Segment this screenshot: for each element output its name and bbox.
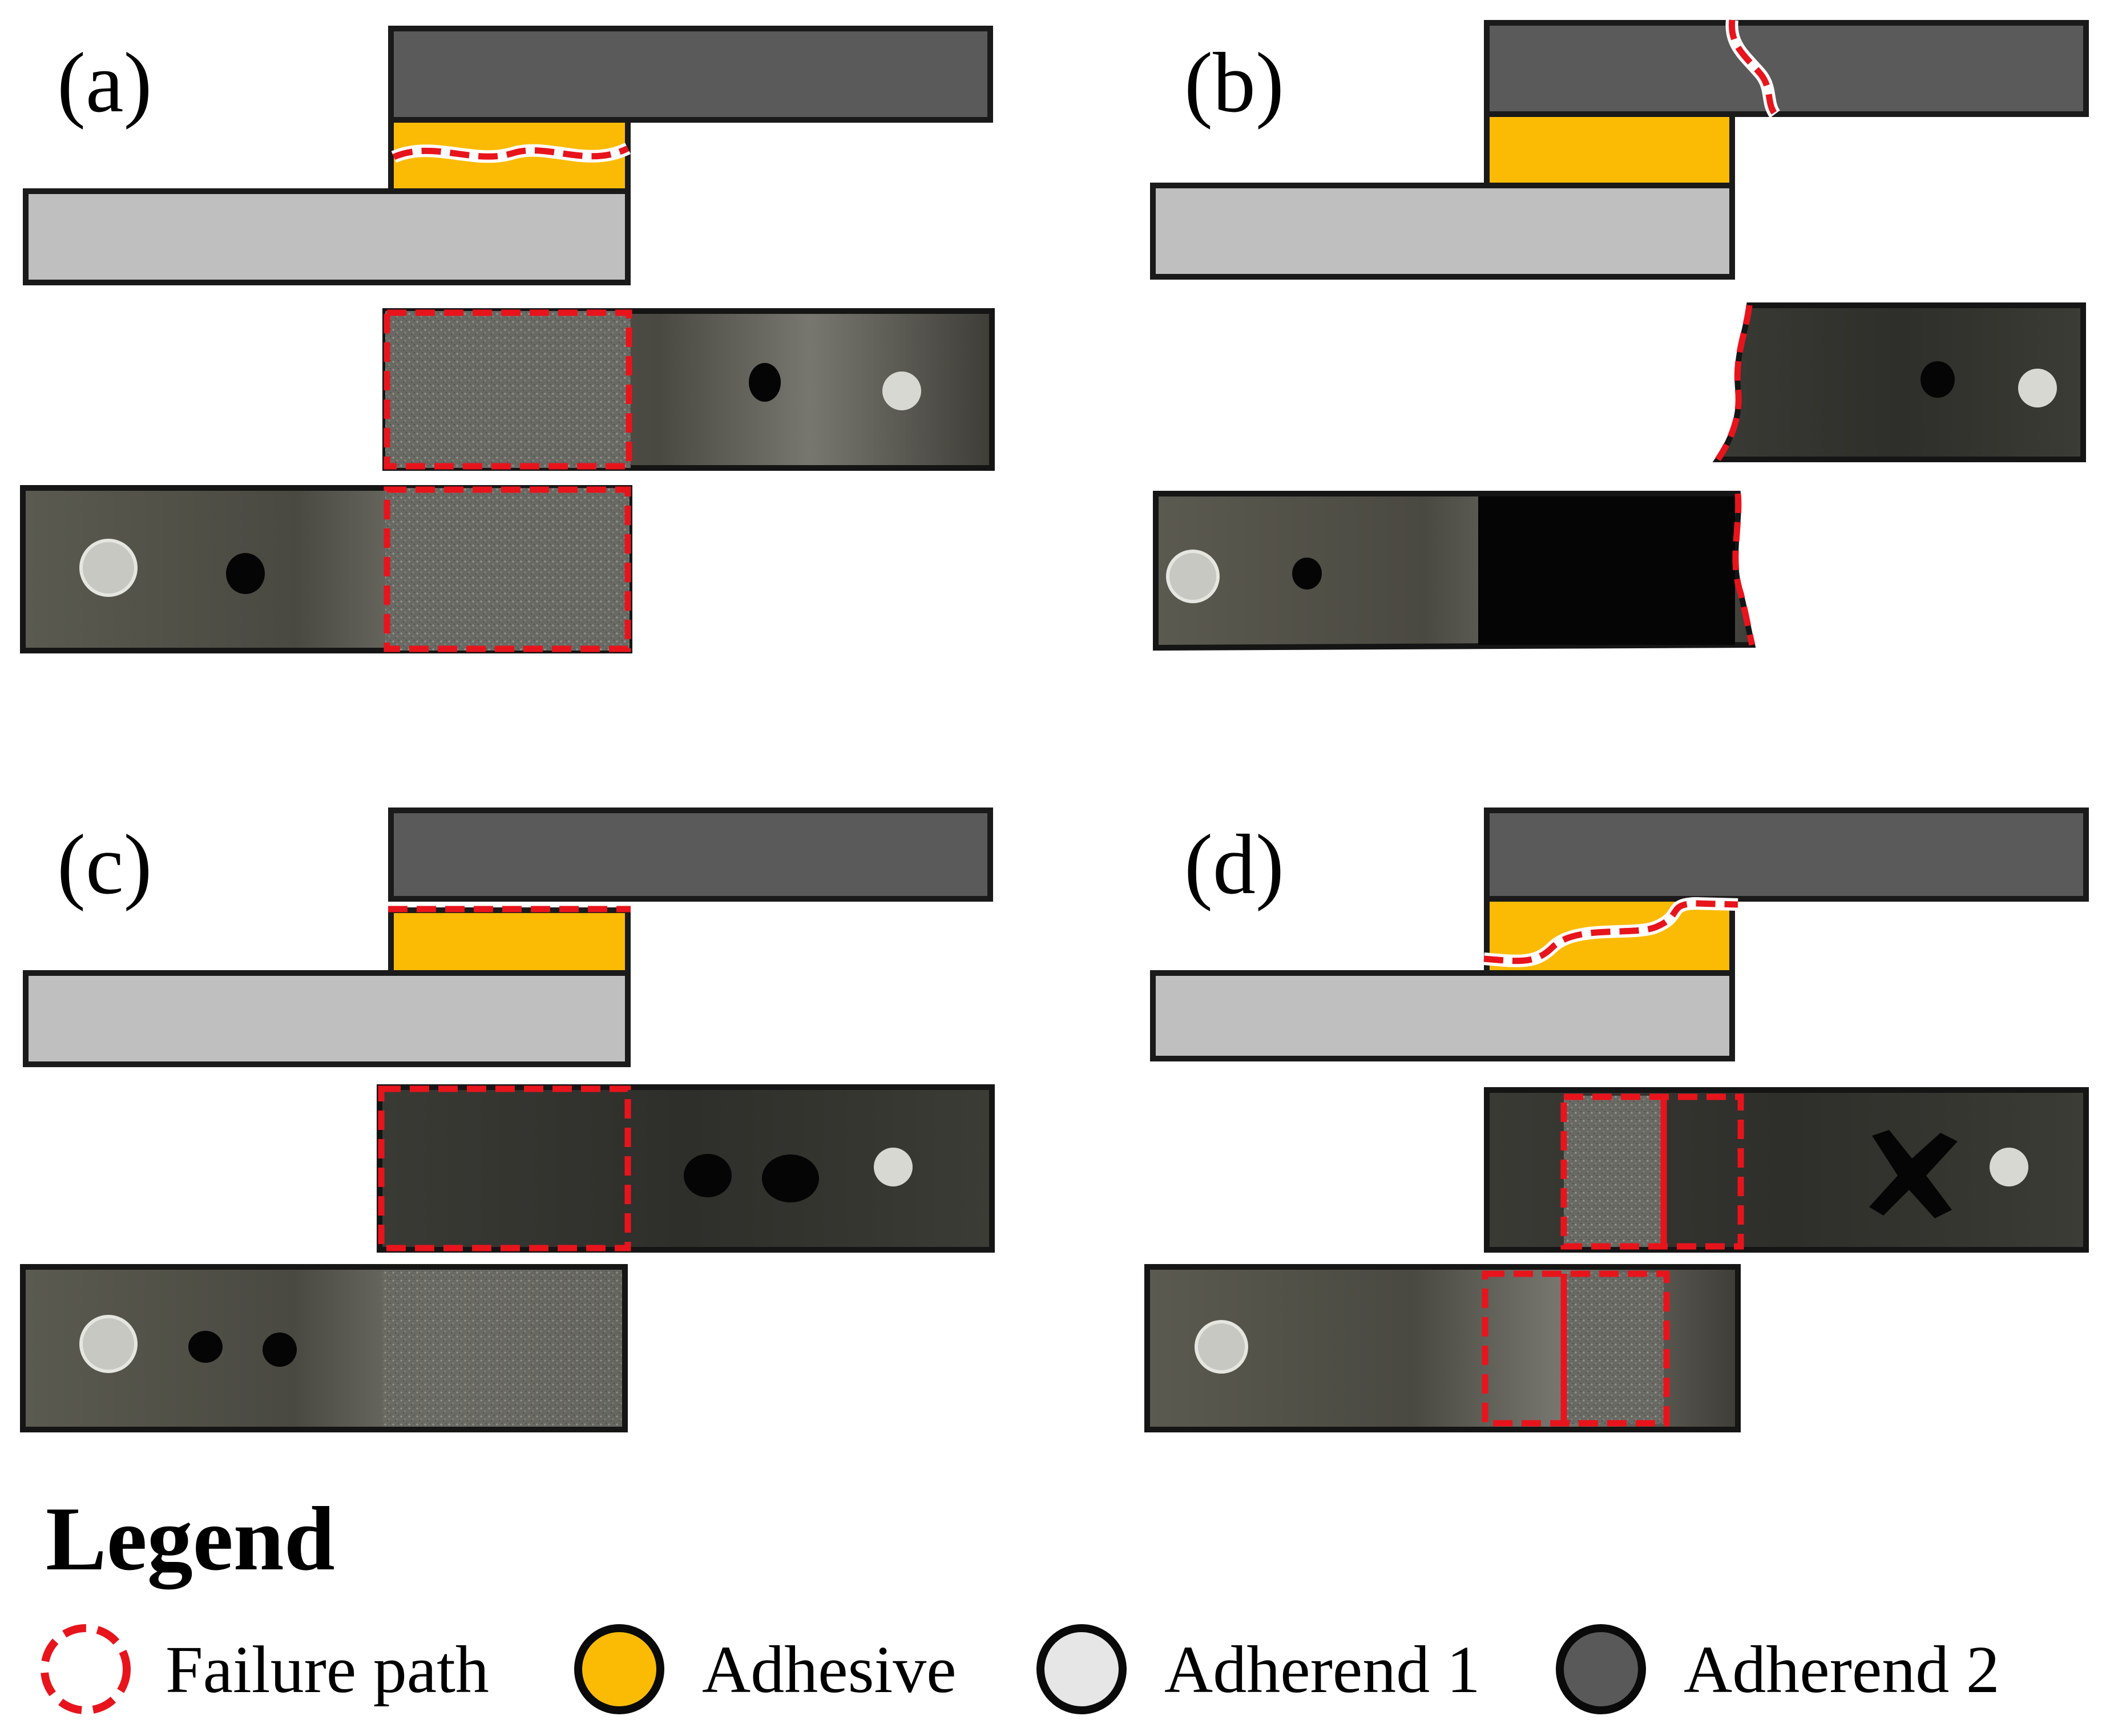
failure-path xyxy=(1728,19,1778,116)
bolt-hole xyxy=(79,539,138,597)
failure-path-legend-icon xyxy=(41,1624,131,1714)
adhesive-layer xyxy=(1484,111,1735,188)
failure-path xyxy=(1732,493,1756,646)
legend-label-adherend-1: Adherend 1 xyxy=(1164,1632,1480,1707)
failure-path xyxy=(1715,305,1753,462)
adherend-1-bar xyxy=(23,188,631,285)
adherend-2-bar xyxy=(388,808,993,902)
adhesive-residue xyxy=(385,488,630,651)
failure-path xyxy=(1483,900,1738,964)
bolt-hole xyxy=(1990,1148,2028,1186)
adhesive-residue xyxy=(385,311,631,468)
failure-path xyxy=(384,309,632,470)
bolt-hole xyxy=(2018,369,2057,407)
adherend-1-legend-icon xyxy=(1036,1624,1127,1714)
ink-dot xyxy=(226,553,265,594)
panel-label-a: (a) xyxy=(57,35,152,130)
bolt-hole xyxy=(882,372,921,410)
ink-dot xyxy=(684,1154,732,1197)
ink-dot xyxy=(263,1333,297,1367)
ink-dot xyxy=(188,1331,223,1363)
failure-path xyxy=(392,146,630,160)
panel-d: (d) xyxy=(1144,808,2089,1432)
adhesive-layer xyxy=(388,907,631,976)
legend-title: Legend xyxy=(46,1488,335,1590)
panel-label-d: (d) xyxy=(1184,817,1284,912)
bolt-hole xyxy=(79,1315,138,1373)
legend: Legend Failure path Adhesive Adherend 1 … xyxy=(41,1488,2000,1714)
adhesive-legend-icon xyxy=(574,1624,664,1714)
adherend-1-bar xyxy=(1150,183,1735,280)
adherend-2-legend-icon xyxy=(1556,1624,1646,1714)
bolt-hole xyxy=(874,1148,913,1186)
ink-dot xyxy=(749,363,781,402)
adherend-2-bar xyxy=(1484,20,2089,117)
adhesive-residue xyxy=(1564,1096,1661,1247)
ink-dot xyxy=(1292,558,1322,590)
adherend-1-bar xyxy=(23,970,631,1067)
adhesive-residue xyxy=(1567,1273,1664,1424)
bolt-hole xyxy=(1166,550,1220,603)
legend-label-failure: Failure path xyxy=(166,1632,489,1707)
panel-label-b: (b) xyxy=(1184,35,1284,130)
failure-path xyxy=(1482,1270,1670,1427)
panel-b: (b) xyxy=(1150,19,2089,651)
adherend-1-bar xyxy=(1150,970,1735,1061)
ink-dot xyxy=(1921,361,1955,398)
failure-path xyxy=(378,1085,631,1251)
adhesive-residue xyxy=(382,1270,622,1427)
panel-c: (c) xyxy=(20,808,995,1432)
panel-label-c: (c) xyxy=(57,817,152,912)
adherend-2-bar xyxy=(1484,808,2089,902)
ink-mark xyxy=(1869,1130,1958,1218)
bolt-hole xyxy=(1195,1320,1248,1374)
dark-region xyxy=(1478,496,1735,645)
failure-path xyxy=(1560,1093,1744,1250)
panel-a: (a) xyxy=(20,26,995,653)
legend-label-adhesive: Adhesive xyxy=(702,1632,957,1707)
legend-label-adherend-2: Adherend 2 xyxy=(1684,1632,2000,1707)
ink-dot xyxy=(762,1154,819,1202)
failure-path xyxy=(384,486,631,652)
adherend-2-bar xyxy=(388,26,993,123)
